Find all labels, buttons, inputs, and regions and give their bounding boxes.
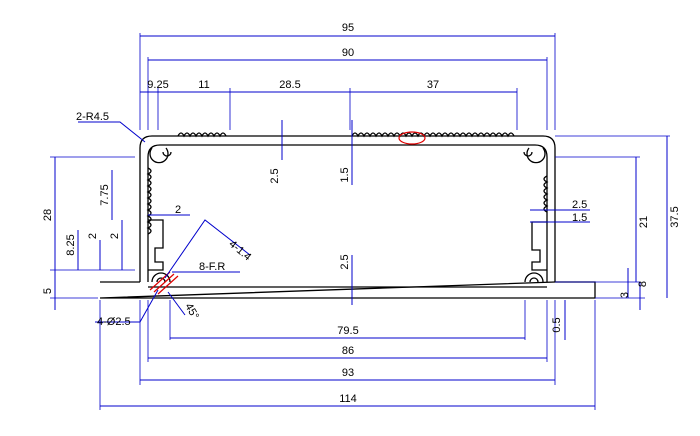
label-95: 95 — [342, 22, 354, 34]
top-fins-right — [351, 132, 515, 138]
left-wall-fins — [146, 167, 152, 235]
label-8-f-r: 8-F.R — [199, 261, 225, 273]
profile-outline — [99, 132, 596, 299]
label-2-tab: 2 — [87, 233, 99, 239]
top-fins-left — [177, 132, 227, 138]
right-card-slot — [531, 221, 547, 271]
label-tab-2: 2 — [175, 204, 181, 216]
label-90: 90 — [342, 47, 354, 59]
label-86: 86 — [342, 345, 354, 357]
label-2-r4-5: 2-R4.5 — [76, 111, 109, 123]
dimension-lines — [54, 35, 668, 407]
bottom-right-screw-boss — [524, 272, 544, 283]
label-5: 5 — [42, 288, 54, 294]
label-8-25: 8.25 — [65, 234, 77, 255]
label-93: 93 — [342, 367, 354, 379]
label-right-1-5: 1.5 — [572, 212, 587, 224]
label-bottom-2-5: 2.5 — [339, 254, 351, 269]
highlight-marks — [149, 131, 426, 295]
extension-lines — [50, 33, 670, 410]
label-11: 11 — [198, 79, 209, 91]
label-top-1-5: 1.5 — [339, 167, 351, 182]
top-left-screw-boss — [149, 147, 172, 164]
fin-detail-highlight — [398, 131, 426, 145]
right-wall-fins — [543, 175, 549, 213]
leader-2-r4-5 — [78, 121, 146, 143]
top-right-screw-boss — [523, 147, 546, 164]
label-4-d2-5: 4-Ø2.5 — [97, 316, 131, 328]
label-right-2-5: 2.5 — [572, 199, 587, 211]
label-37-5: 37.5 — [669, 206, 681, 227]
leader-4-1-4 — [164, 219, 251, 279]
label-114: 114 — [339, 393, 357, 405]
label-2-small: 2 — [109, 233, 121, 239]
label-21: 21 — [638, 216, 650, 228]
leader-4-d2-5 — [95, 289, 159, 323]
label-28-5: 28.5 — [279, 79, 300, 91]
label-37: 37 — [427, 79, 439, 91]
inner-shell-outline — [147, 144, 548, 282]
dimension-labels: 95 90 9.25 11 28.5 37 2-R4.5 28 7.75 8.2… — [42, 22, 681, 405]
leader-45 — [167, 291, 186, 316]
label-8: 8 — [637, 281, 649, 287]
label-45: 45° — [182, 301, 201, 321]
outer-shell-outline — [139, 135, 556, 282]
label-9-25: 9.25 — [147, 79, 168, 91]
left-card-slot — [148, 219, 164, 271]
label-top-2-5: 2.5 — [269, 168, 281, 183]
label-7-75: 7.75 — [99, 184, 111, 205]
label-28: 28 — [42, 209, 54, 221]
base-plate-outline — [99, 281, 596, 299]
label-0-5: 0.5 — [551, 317, 563, 332]
label-4-1-4: 4-1.4 — [226, 238, 253, 263]
label-79-5: 79.5 — [337, 325, 358, 337]
label-3: 3 — [619, 292, 631, 298]
